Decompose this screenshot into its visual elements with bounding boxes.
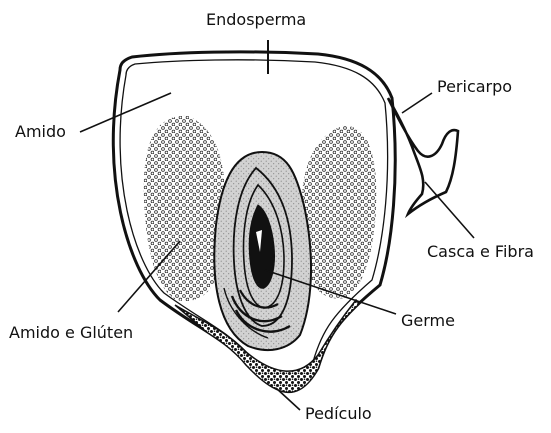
label-casca-fibra: Casca e Fibra — [427, 244, 534, 260]
hull-fiber-flap — [388, 98, 458, 214]
label-germe: Germe — [401, 313, 455, 329]
label-amido-gluten: Amido e Glúten — [9, 325, 133, 341]
leader-pericarpo — [402, 93, 432, 113]
label-pericarpo: Pericarpo — [437, 79, 512, 95]
label-endosperma: Endosperma — [206, 12, 306, 28]
leader-casca-fibra — [425, 182, 474, 238]
label-pediculo: Pedículo — [305, 406, 372, 422]
label-amido: Amido — [15, 124, 66, 140]
